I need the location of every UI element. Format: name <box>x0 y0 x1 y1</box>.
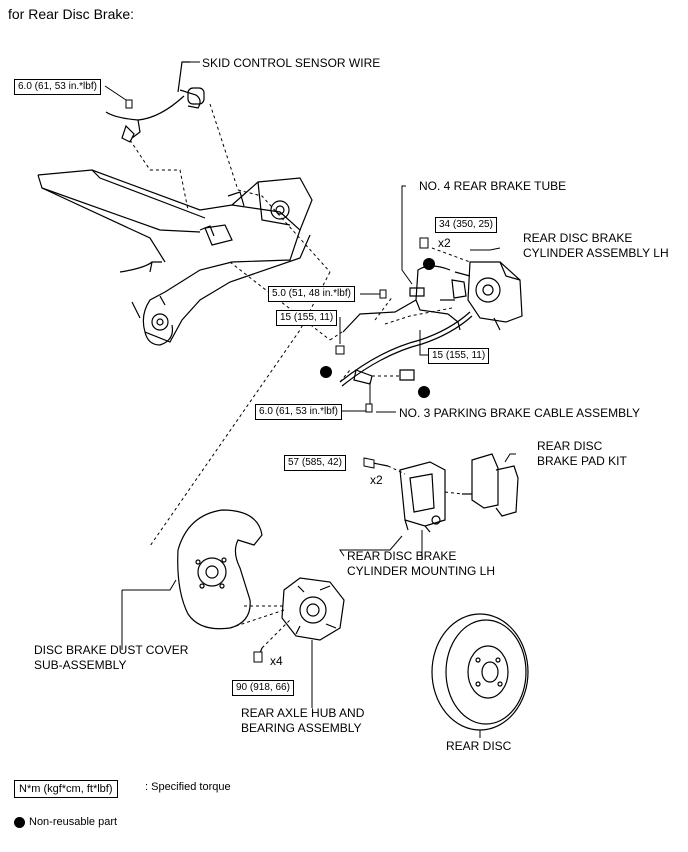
label-no4-rear-brake-tube: NO. 4 REAR BRAKE TUBE <box>419 179 567 193</box>
torque-mounting-bolt: 57 (585, 42) <box>284 455 346 471</box>
caliper-drawing <box>440 261 523 331</box>
dust-cover-drawing <box>177 509 263 630</box>
qty-caliper-bolt: x2 <box>438 236 451 250</box>
legend-torque-desc: : Specified torque <box>145 781 231 793</box>
label-rear-disc-brake-cylinder-assembly-lh: REAR DISC BRAKE CYLINDER ASSEMBLY LH <box>523 231 669 260</box>
legend-non-reusable-text: Non-reusable part <box>29 816 118 828</box>
torque-tube-bracket: 5.0 (51, 48 in.*lbf) <box>268 286 355 302</box>
page-title: for Rear Disc Brake: <box>8 6 135 22</box>
legend-non-reusable-marker <box>14 817 25 828</box>
sensor-wire-drawing <box>105 61 215 273</box>
torque-hub-bolt: 90 (918, 66) <box>232 680 294 696</box>
rear-axle-beam <box>37 169 313 346</box>
label-disc-brake-dust-cover: DISC BRAKE DUST COVER SUB-ASSEMBLY <box>34 643 189 672</box>
hub-drawing <box>257 577 345 659</box>
qty-hub-bolt: x4 <box>270 654 283 668</box>
label-rear-disc-brake-pad-kit: REAR DISC BRAKE PAD KIT <box>537 439 627 468</box>
brake-tube-drawing <box>342 265 461 333</box>
torque-cable-bolt: 6.0 (61, 53 in.*lbf) <box>255 404 342 420</box>
rear-disc-drawing <box>431 613 529 731</box>
mounting-drawing <box>365 457 446 533</box>
label-rear-axle-hub-and-bearing: REAR AXLE HUB AND BEARING ASSEMBLY <box>241 706 365 735</box>
torque-flare-nut-left: 15 (155, 11) <box>276 310 338 326</box>
pads-drawing <box>462 453 519 517</box>
torque-caliper-bolt: 34 (350, 25) <box>435 217 497 233</box>
non-reusable-marker <box>418 386 430 398</box>
torque-sensor-bolt: 6.0 (61, 53 in.*lbf) <box>14 79 101 95</box>
non-reusable-marker <box>423 258 435 270</box>
label-rear-disc: REAR DISC <box>446 739 512 753</box>
label-rear-disc-brake-cylinder-mounting-lh: REAR DISC BRAKE CYLINDER MOUNTING LH <box>347 549 496 578</box>
legend-torque-unit: N*m (kgf*cm, ft*lbf) <box>14 780 118 798</box>
torque-flare-nut-right: 15 (155, 11) <box>428 348 490 364</box>
label-no3-parking-brake-cable: NO. 3 PARKING BRAKE CABLE ASSEMBLY <box>399 406 640 420</box>
qty-mounting-bolt: x2 <box>370 473 383 487</box>
non-reusable-marker <box>320 366 332 378</box>
label-skid-control-sensor-wire: SKID CONTROL SENSOR WIRE <box>202 56 381 70</box>
